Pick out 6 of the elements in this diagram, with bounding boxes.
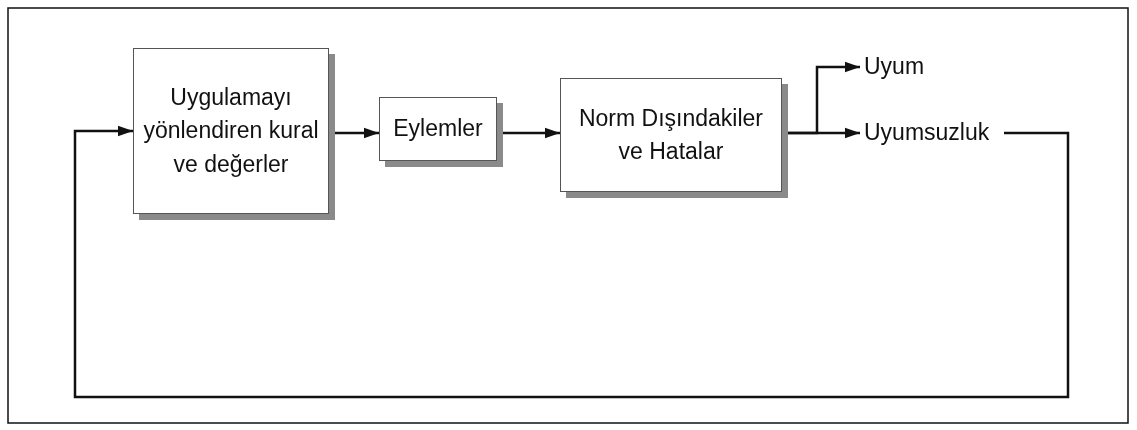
outcome-text: Uyumsuzluk xyxy=(864,118,990,148)
outcome-text: Uyum xyxy=(864,52,925,82)
box-text: Eylemler xyxy=(393,114,483,144)
box-text: Norm Dışındakiler ve Hatalar xyxy=(577,103,764,166)
box-text: Uygulamayı yönlendiren kural ve değerler xyxy=(142,83,320,179)
feedback-arrow xyxy=(73,125,1070,399)
